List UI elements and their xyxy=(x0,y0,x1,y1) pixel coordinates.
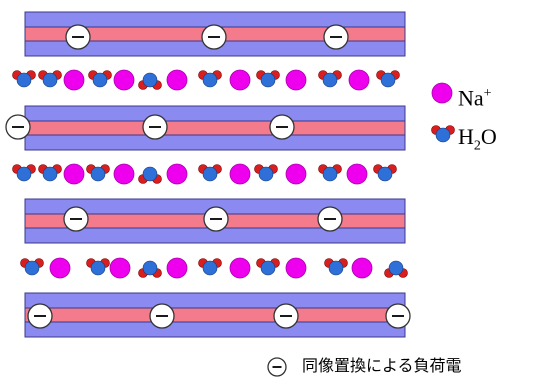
water-molecule-icon xyxy=(322,72,338,88)
water-molecule-icon xyxy=(142,166,158,182)
sodium-ion-icon xyxy=(351,257,373,279)
water-molecule-icon xyxy=(258,166,274,182)
water-molecule-icon xyxy=(142,260,158,276)
water-molecule-icon xyxy=(42,166,58,182)
legend-water-o: O xyxy=(480,124,497,149)
water-molecule-icon xyxy=(435,127,451,143)
sodium-ion-icon xyxy=(285,257,307,279)
sodium-ion-icon xyxy=(229,163,251,185)
water-molecule-icon xyxy=(142,72,158,88)
water-molecule-icon xyxy=(388,260,404,276)
sodium-ion-icon xyxy=(109,257,131,279)
water-molecule-icon xyxy=(377,166,393,182)
sodium-ion-icon xyxy=(63,163,85,185)
water-molecule-icon xyxy=(328,260,344,276)
sodium-ion-icon xyxy=(49,257,71,279)
sodium-ion-icon xyxy=(166,257,188,279)
clay-sheet-core xyxy=(24,307,406,323)
legend-sodium-base: Na xyxy=(458,85,484,111)
sodium-ion-icon xyxy=(229,69,251,91)
sodium-ion-icon xyxy=(113,69,135,91)
sodium-ion-icon xyxy=(285,163,307,185)
legend-sodium-label: Na+ xyxy=(458,81,492,111)
water-molecule-icon xyxy=(90,260,106,276)
sodium-ion-icon xyxy=(166,163,188,185)
sodium-ion-icon xyxy=(348,69,370,91)
legend-water-label: H2O xyxy=(458,124,497,159)
sodium-ion-icon xyxy=(63,69,85,91)
water-molecule-icon xyxy=(92,72,108,88)
water-molecule-icon xyxy=(322,166,338,182)
water-molecule-icon xyxy=(24,260,40,276)
water-molecule-icon xyxy=(380,72,396,88)
water-molecule-icon xyxy=(16,166,32,182)
sodium-ion-icon xyxy=(166,69,188,91)
water-molecule-icon xyxy=(202,166,218,182)
legend-water-h: H xyxy=(458,124,474,149)
sodium-ion-icon xyxy=(346,163,368,185)
clay-sheet-core xyxy=(24,120,406,136)
water-molecule-icon xyxy=(90,166,106,182)
legend-sodium-charge: + xyxy=(483,86,492,101)
sodium-ion-icon xyxy=(229,257,251,279)
legend-charge-label: 同像置換による負荷電 xyxy=(302,356,462,375)
water-molecule-icon xyxy=(260,72,276,88)
water-molecule-icon xyxy=(16,72,32,88)
legend-water-sub: 2 xyxy=(473,138,481,154)
sodium-ion-icon xyxy=(113,163,135,185)
sodium-ion-icon xyxy=(285,69,307,91)
water-molecule-icon xyxy=(42,72,58,88)
water-molecule-icon xyxy=(202,260,218,276)
sodium-ion-icon xyxy=(431,82,453,104)
water-molecule-icon xyxy=(202,72,218,88)
water-molecule-icon xyxy=(260,260,276,276)
